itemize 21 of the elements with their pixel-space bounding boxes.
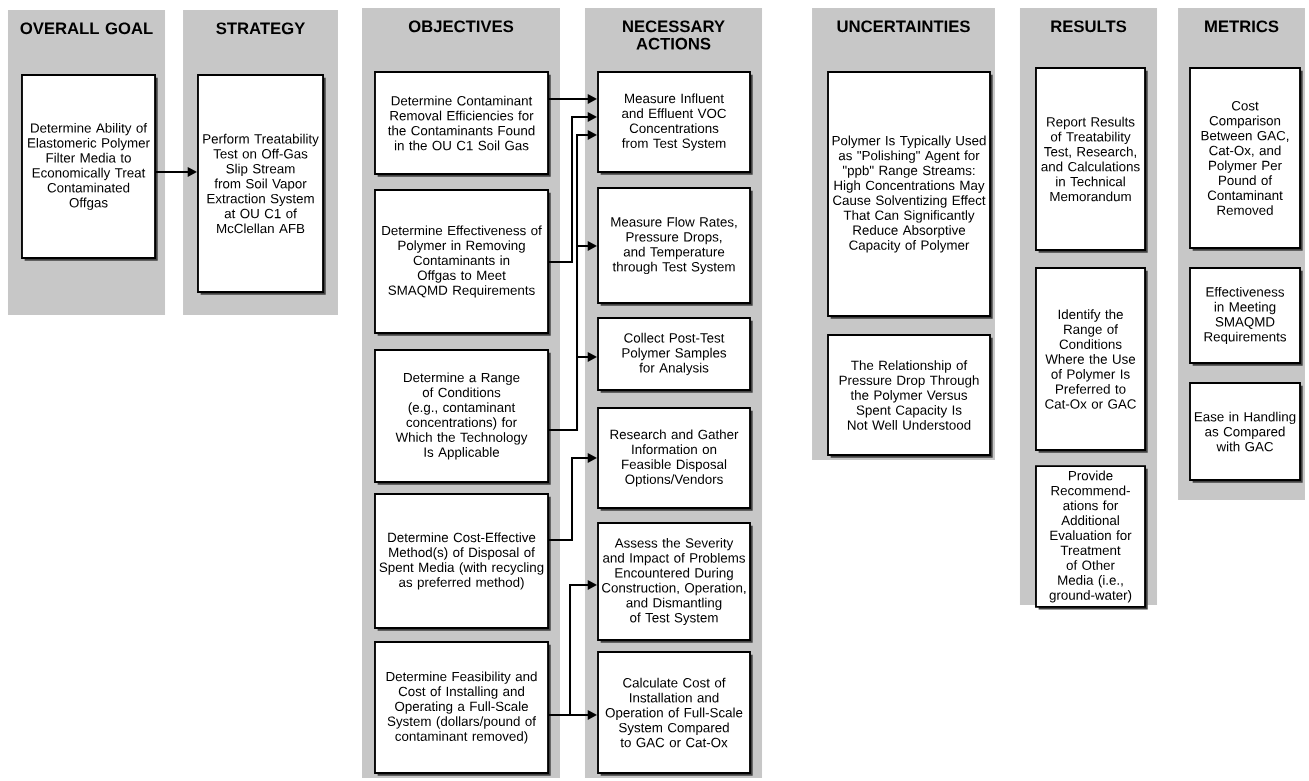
text-box: The Relationship of Pressure Drop Through the Polymer Versus Spent Capacity Is Not Well Understood	[827, 334, 993, 458]
text-box: Provide Recommend-ations for Additional Evaluation for Treatment of Other Media (i.e., ground-water)	[1035, 465, 1148, 610]
text-box: Determine a Range of Conditions (e.g., contaminant concentrations) for Which the Technology Is Applicable	[374, 349, 551, 485]
text-box: Polymer Is Typically Used as "Polishing" Agent for "ppb" Range Streams: High Concentrations May Cause Solventizing Effect That Can Significantly Reduce Absorptive Capacity of Polymer	[827, 71, 993, 319]
text-box: Ease in Handling as Compared with GAC	[1189, 382, 1303, 483]
text-box: Effectiveness in Meeting SMAQMD Requirements	[1189, 267, 1303, 366]
text-box: Determine Cost-Effective Method(s) of Disposal of Spent Media (with recycling as preferred method)	[374, 493, 551, 631]
text-box: Measure Influent and Effluent VOC Concentrations from Test System	[597, 71, 753, 175]
text-box: Collect Post-Test Polymer Samples for Analysis	[597, 317, 753, 393]
text-box: Research and Gather Information on Feasible Disposal Options/Vendors	[597, 407, 753, 511]
text-box: Assess the Severity and Impact of Problems Encountered During Construction, Operation, and Dismantling of Test System	[597, 522, 753, 643]
text-box: Cost Comparison Between GAC, Cat-Ox, and Polymer Per Pound of Contaminant Removed	[1189, 67, 1303, 251]
text-box: Identify the Range of Conditions Where the Use of Polymer Is Preferred to Cat-Ox or GAC	[1035, 267, 1148, 453]
text-box: Perform Treatability Test on Off-Gas Slip Stream from Soil Vapor Extraction System at OU C1 of McClellan AFB	[197, 74, 326, 295]
text-box: Report Results of Treatability Test, Research, and Calculations in Technical Memorandum	[1035, 67, 1148, 253]
text-box: Determine Effectiveness of Polymer in Removing Contaminants in Offgas to Meet SMAQMD Requirements	[374, 189, 551, 336]
text-box: Determine Contaminant Removal Efficiencies for the Contaminants Found in the OU C1 Soil Gas	[374, 71, 551, 177]
text-box: Calculate Cost of Installation and Operation of Full-Scale System Compared to GAC or Cat-Ox	[597, 651, 753, 776]
text-box: Determine Ability of Elastomeric Polymer Filter Media to Economically Treat Contaminated Offgas	[21, 74, 158, 261]
text-box: Determine Feasibility and Cost of Installing and Operating a Full-Scale System (dollars/pound of contaminant removed)	[374, 641, 551, 776]
text-box: Measure Flow Rates, Pressure Drops, and Temperature through Test System	[597, 187, 753, 306]
